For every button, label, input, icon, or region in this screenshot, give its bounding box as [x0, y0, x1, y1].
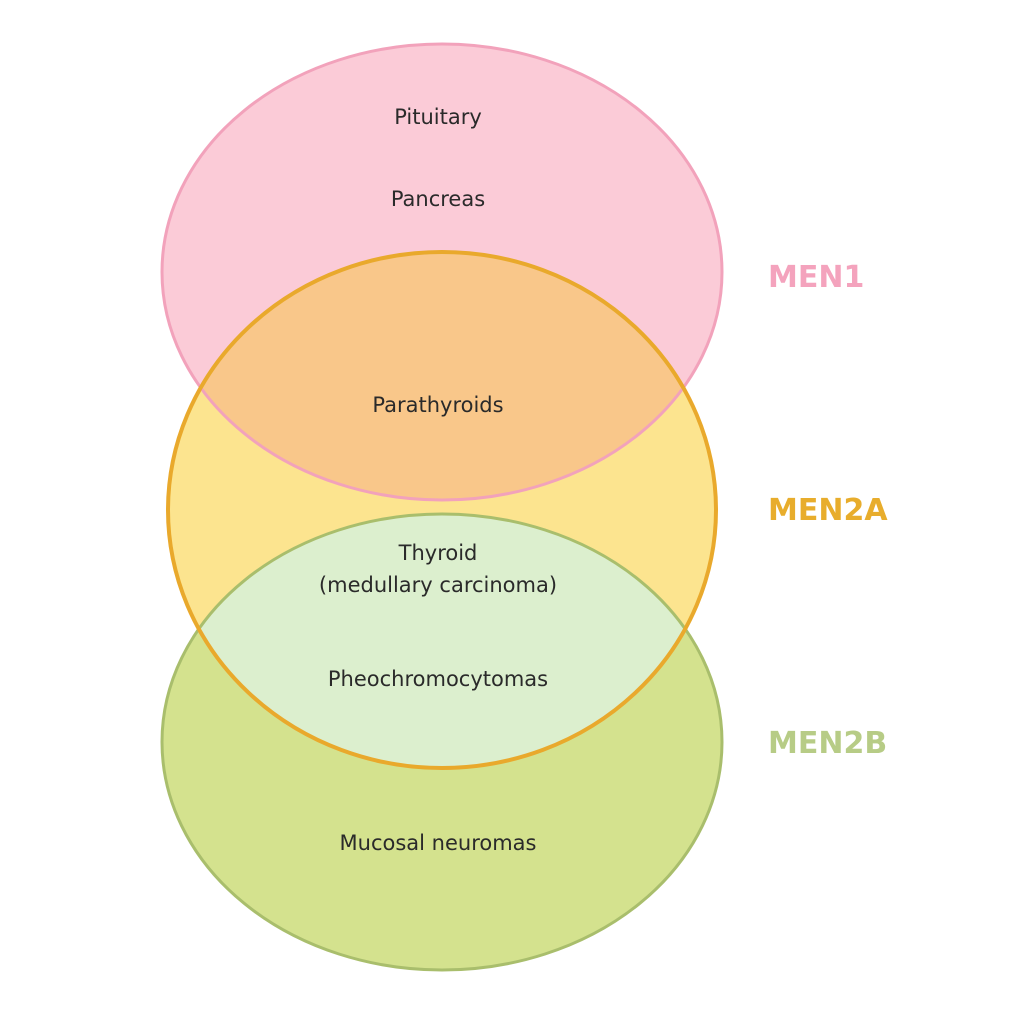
label-thyroid-detail: (medullary carcinoma)	[319, 573, 557, 597]
label-parathyroids: Parathyroids	[372, 393, 503, 417]
men1-circle-outline	[160, 42, 724, 502]
group-label-men2b: MEN2B	[768, 726, 887, 761]
label-pituitary: Pituitary	[394, 105, 482, 129]
label-pancreas: Pancreas	[391, 187, 485, 211]
label-pheochromocytomas: Pheochromocytomas	[328, 667, 548, 691]
label-mucosal-neuromas: Mucosal neuromas	[340, 831, 537, 855]
men1-men2a-overlap	[168, 252, 716, 500]
men2b-circle-outline	[160, 512, 724, 972]
group-label-men2a: MEN2A	[768, 493, 888, 528]
label-thyroid: Thyroid	[398, 541, 478, 565]
group-label-men1: MEN1	[768, 260, 864, 295]
men2a-circle-outline	[166, 250, 718, 770]
men2a-men2b-overlap	[168, 514, 716, 768]
